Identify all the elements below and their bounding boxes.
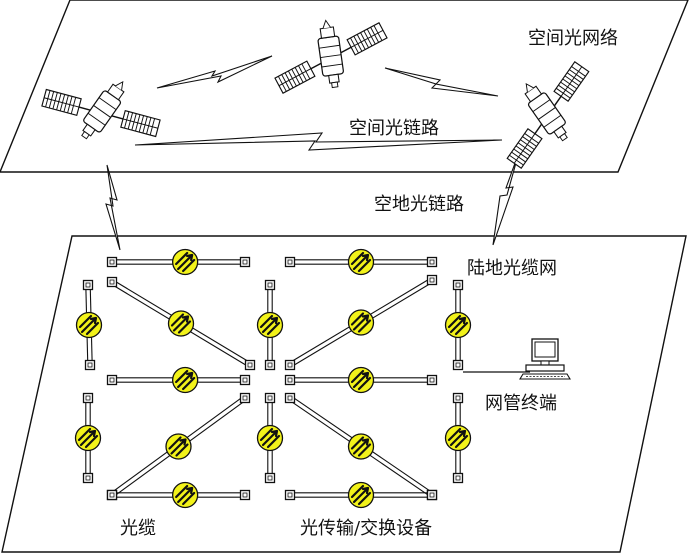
space-link-label: 空间光链路 [349,118,439,139]
optical-node-icon [74,424,102,452]
space-network-label: 空间光网络 [528,28,618,49]
cable-connector [264,359,276,371]
lightning-link-icon [156,55,273,89]
cable-connector [239,489,251,501]
land-network-label: 陆地光缆网 [467,258,557,279]
lightning-link-icon [384,67,499,97]
optical-node-icon [256,311,284,339]
optical-node-icon [347,481,375,509]
lightning-link-icon [105,164,121,251]
cable-connector [426,374,438,386]
cable-connector [284,359,296,371]
cable-connector [284,489,296,501]
cable-connector [452,279,464,291]
cable-connector [84,359,96,371]
optical-node-icon [347,432,375,461]
optical-node-icon [444,311,472,339]
optical-node-icon [347,248,375,276]
optical-node-icon [164,432,193,461]
terminal-label: 网管终端 [485,393,557,414]
cable-connector [284,374,296,386]
space-links [134,55,503,151]
optical-node-icon [167,309,195,338]
cable-connector [106,489,118,501]
cable-connector [239,256,251,268]
cable-connector [82,392,94,404]
cable-connector [426,274,438,286]
cable-connector [452,472,464,484]
cable-connector [82,279,94,291]
cable-label: 光缆 [120,518,156,539]
optical-node-icon [75,311,103,339]
cable-connector [426,256,438,268]
cable-connector [426,489,438,501]
ground-plane [1,235,687,553]
cable-connector [82,472,94,484]
space-ground-link-label: 空地光链路 [374,194,464,215]
optical-node-icon [171,366,199,394]
optical-node-icon [171,481,199,509]
cable-connector [244,359,256,371]
cable-connector [106,276,118,288]
space-ground-links [105,151,520,251]
optical-node-icon [171,248,199,276]
cable-connector [284,392,296,404]
equipment-label: 光传输/交换设备 [300,518,433,539]
cable-connector [452,392,464,404]
optical-node-icon [256,424,284,452]
optical-node-icon [444,424,472,452]
cable-connector [452,359,464,371]
cable-connector [284,256,296,268]
cable-connector [106,256,118,268]
optical-node-icon [347,308,375,337]
cable-connector [239,374,251,386]
optical-node-icon [347,366,375,394]
cable-connector [264,392,276,404]
cable-connector [264,279,276,291]
space-plane [0,0,689,173]
cable-connector [239,392,251,404]
lightning-link-icon [134,132,503,151]
cable-connector [264,472,276,484]
lightning-link-icon [492,151,520,246]
cable-connector [106,374,118,386]
